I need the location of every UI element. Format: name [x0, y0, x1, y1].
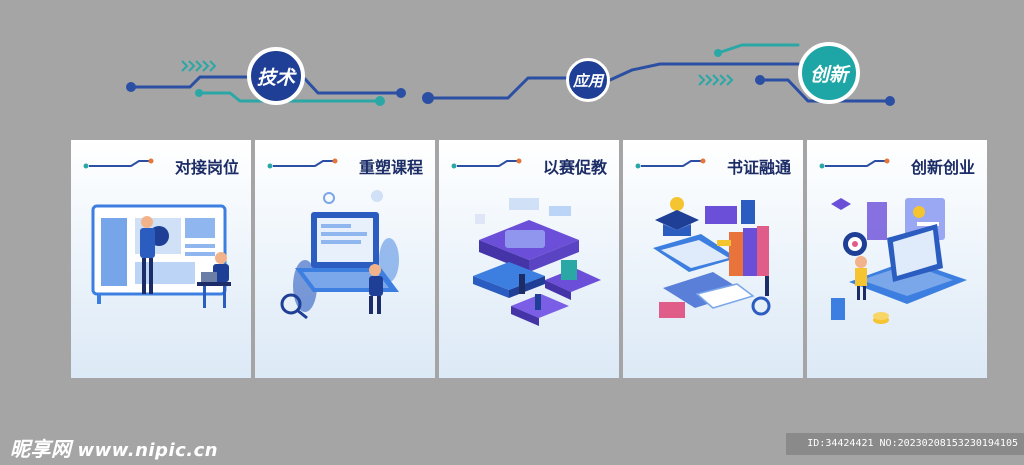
badge-label: 应用 — [572, 71, 603, 90]
badge-label: 创新 — [809, 63, 848, 86]
circuit-deco-icon — [83, 158, 154, 169]
watermark-brand: 昵享网 — [10, 437, 72, 461]
innovation-entrepreneurship-illustration-icon — [831, 198, 967, 324]
badge-label: 技术 — [256, 66, 295, 89]
chevron-arrows-left-icon — [181, 60, 217, 72]
panel-title: 以赛促教 — [542, 158, 607, 177]
panel-course-rebuild: 重塑课程 — [255, 140, 435, 378]
panel-title: 重塑课程 — [358, 158, 423, 177]
badge-technology: 技术 — [247, 47, 305, 105]
panel-title: 书证融通 — [726, 158, 791, 177]
circuit-deco-icon — [267, 158, 338, 169]
panel-competition-teaching: 以赛促教 — [439, 140, 619, 378]
panel-title: 创新创业 — [910, 158, 975, 177]
circuit-deco-icon — [635, 158, 706, 169]
competition-teaching-illustration-icon — [473, 198, 601, 326]
chevron-arrows-right-icon — [698, 74, 734, 86]
circuit-deco-icon — [451, 158, 522, 169]
panel-job-matching: 对接岗位 — [71, 140, 251, 378]
panel-certificate-integration: 书证融通 — [623, 140, 803, 378]
badge-innovation: 创新 — [798, 42, 860, 104]
course-rebuild-illustration-icon — [280, 190, 399, 320]
watermark-url: www.nipic.cn — [77, 440, 219, 461]
job-matching-illustration-icon — [91, 204, 231, 308]
circuit-lines — [126, 43, 895, 106]
image-id-bar: ID:34424421 NO:20230208153230194105 — [786, 433, 1024, 455]
panel-innovation-entrepreneurship: 创新创业 — [807, 140, 987, 378]
circuit-deco-icon — [819, 158, 890, 169]
panel-title: 对接岗位 — [174, 158, 239, 177]
image-id-text: ID:34424421 NO:20230208153230194105 — [807, 438, 1018, 449]
certificate-integration-illustration-icon — [653, 197, 771, 318]
badge-application: 应用 — [566, 58, 610, 102]
